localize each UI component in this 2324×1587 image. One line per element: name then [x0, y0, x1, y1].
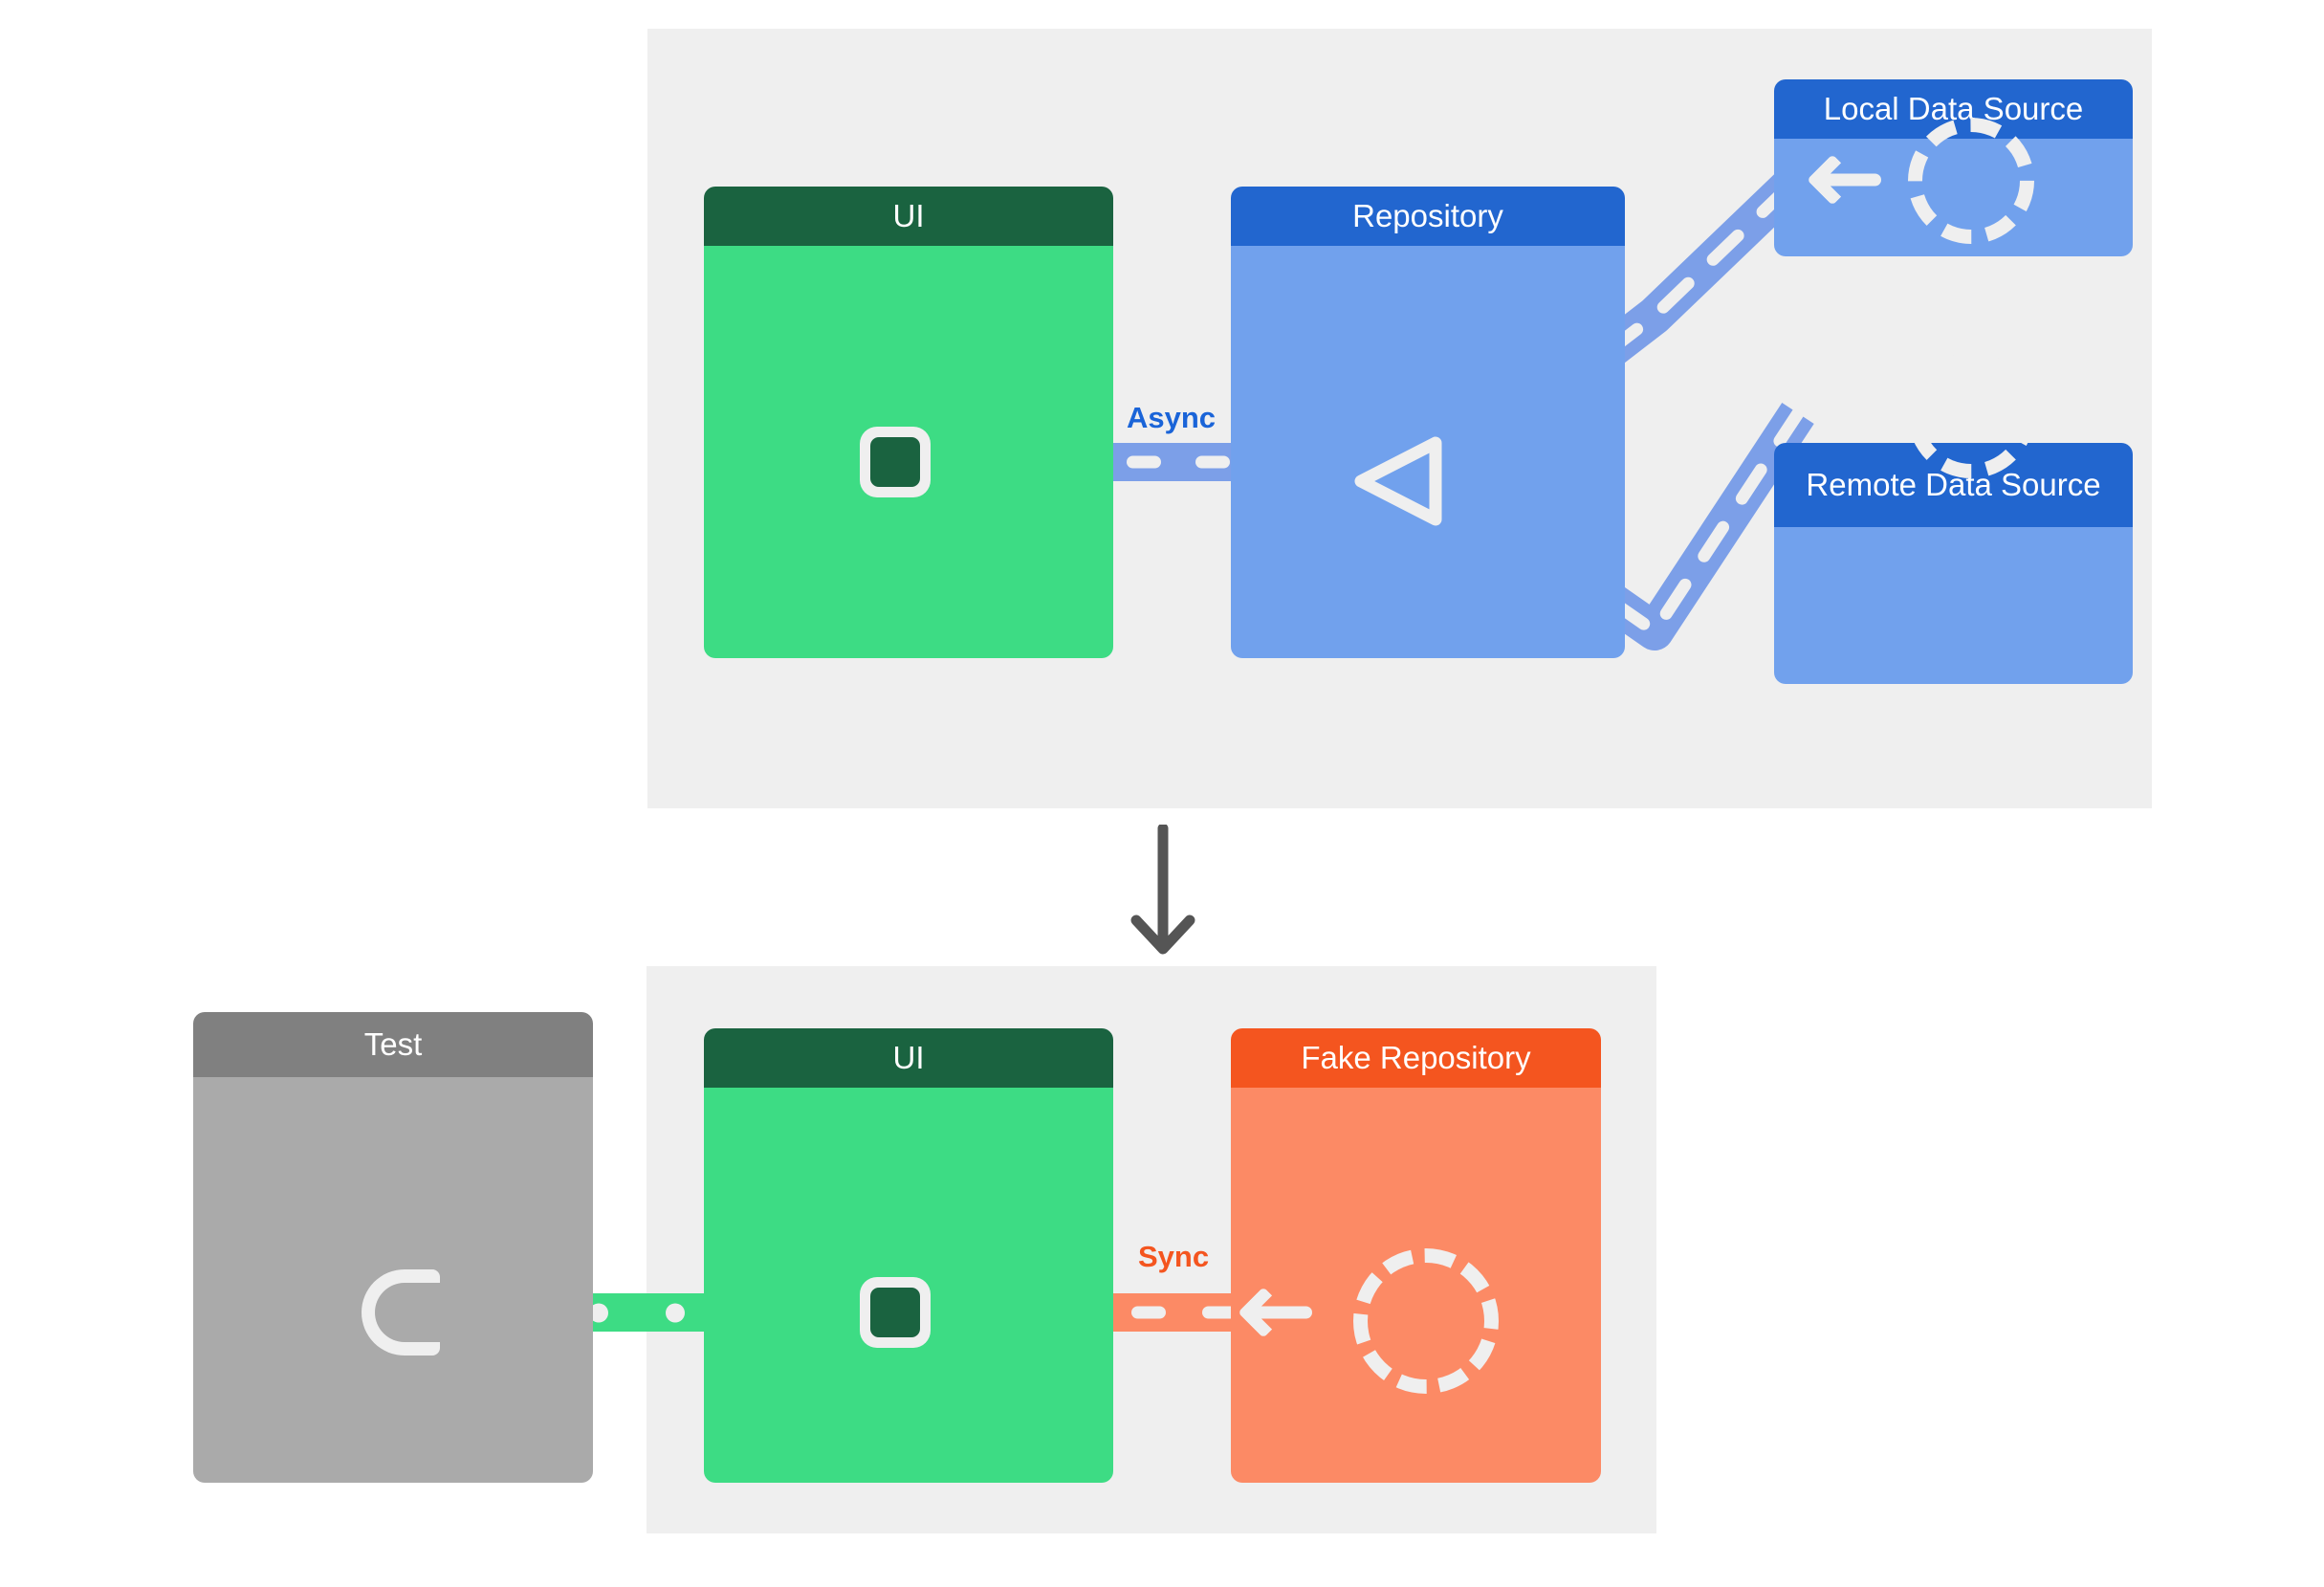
merge-triangle-icon: [1351, 433, 1447, 529]
dashed-circle-icon: [1908, 352, 2034, 478]
sync-label: Sync: [1129, 1236, 1219, 1278]
node-ui-production-title: UI: [704, 187, 1113, 246]
node-remote-data-source-body: [1774, 527, 2133, 684]
node-remote-data-source-title: Remote Data Source: [1774, 443, 2133, 527]
dashed-circle-icon: [1353, 1248, 1499, 1394]
square-port-icon: [860, 427, 931, 497]
arrow-left-icon: [1243, 1281, 1312, 1344]
socket-port-icon: [362, 1269, 440, 1356]
node-ui-test[interactable]: UI: [704, 1028, 1113, 1483]
arrow-down-icon: [1130, 825, 1195, 955]
async-label: Async: [1117, 397, 1226, 439]
node-test-title: Test: [193, 1012, 593, 1077]
node-fake-repository-title: Fake Repository: [1231, 1028, 1601, 1088]
arrow-left-icon: [1812, 148, 1881, 211]
node-repository[interactable]: Repository: [1231, 187, 1625, 658]
arrow-left-icon: [1812, 383, 1881, 446]
node-test[interactable]: Test: [193, 1012, 593, 1483]
node-ui-production[interactable]: UI: [704, 187, 1113, 658]
square-port-icon: [860, 1277, 931, 1348]
node-remote-data-source[interactable]: Remote Data Source: [1774, 443, 2133, 684]
node-ui-test-title: UI: [704, 1028, 1113, 1088]
dashed-circle-icon: [1908, 118, 2034, 244]
node-repository-title: Repository: [1231, 187, 1625, 246]
